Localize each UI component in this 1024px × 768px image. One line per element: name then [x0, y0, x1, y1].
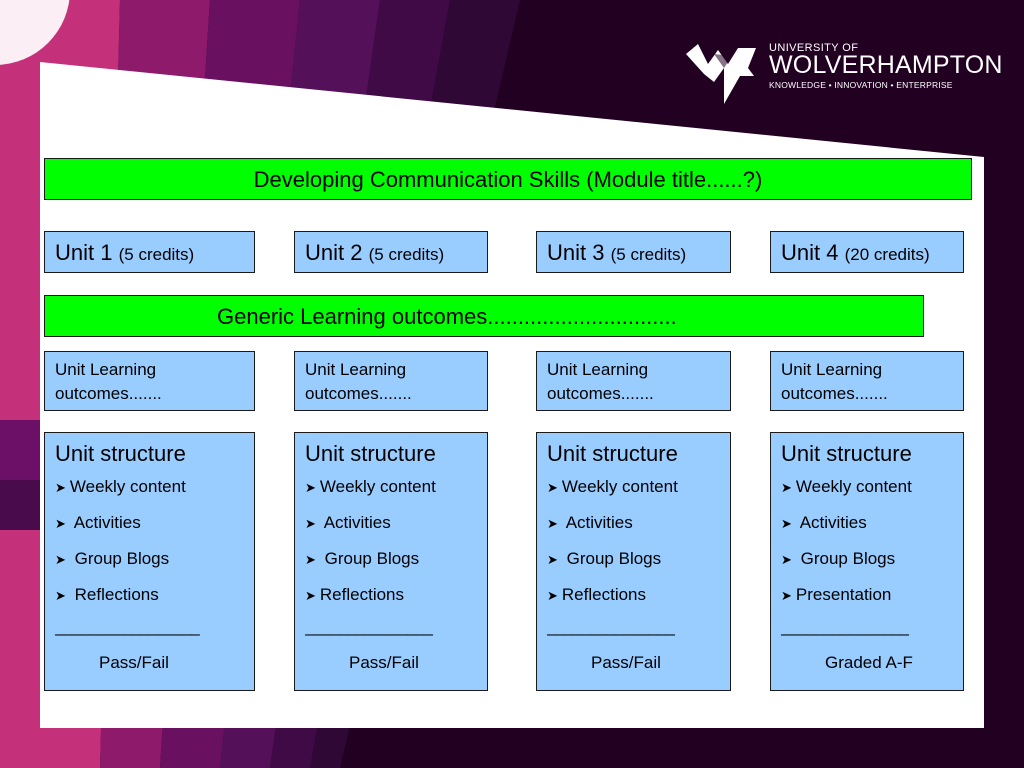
structure-item-label: Weekly content: [319, 477, 436, 496]
grading-label: Graded A-F: [825, 653, 913, 672]
unit-structure-title: Unit structure: [781, 441, 912, 466]
structure-item-label: Presentation: [795, 585, 892, 604]
unit-learning-outcomes-3: Unit Learning outcomes.......: [536, 351, 731, 411]
structure-item: ➤ Group Blogs: [55, 545, 254, 581]
unit-structure-title: Unit structure: [547, 441, 678, 466]
structure-item-label: Group Blogs: [561, 549, 662, 568]
arrow-bullet-icon: ➤: [55, 588, 66, 603]
arrow-bullet-icon: ➤: [547, 588, 558, 603]
outcomes-line-1: Unit Learning: [305, 360, 407, 379]
grading-label: Pass/Fail: [99, 653, 169, 672]
unit-name: Unit 3: [547, 240, 605, 265]
generic-learning-outcomes-box: Generic Learning outcomes...............…: [44, 295, 924, 337]
separator-line: _______________: [547, 617, 675, 636]
structure-item: ➤Presentation: [781, 581, 963, 617]
structure-item-label: Activities: [561, 513, 633, 532]
arrow-bullet-icon: ➤: [547, 516, 558, 531]
outcomes-line-2: outcomes.......: [305, 384, 412, 403]
structure-item: ➤ Activities: [55, 509, 254, 545]
unit-learning-outcomes-4: Unit Learning outcomes.......: [770, 351, 964, 411]
separator-line: _________________: [55, 617, 200, 636]
structure-item-label: Reflections: [319, 585, 405, 604]
unit-header-4: Unit 4 (20 credits): [770, 231, 964, 273]
unit-header-1: Unit 1 (5 credits): [44, 231, 255, 273]
arrow-bullet-icon: ➤: [781, 480, 792, 495]
structure-item: ➤Weekly content: [781, 473, 963, 509]
unit-credits: (5 credits): [118, 245, 195, 264]
structure-item-label: Group Blogs: [795, 549, 896, 568]
structure-item: ➤Weekly content: [547, 473, 730, 509]
arrow-bullet-icon: ➤: [781, 588, 792, 603]
unit-header-3: Unit 3 (5 credits): [536, 231, 731, 273]
background-band: [0, 420, 44, 480]
structure-item: ➤ Activities: [781, 509, 963, 545]
arrow-bullet-icon: ➤: [55, 552, 66, 567]
structure-item-label: Activities: [319, 513, 391, 532]
structure-item-label: Reflections: [69, 585, 159, 604]
separator-line: _______________: [781, 617, 909, 636]
unit-name: Unit 2: [305, 240, 363, 265]
structure-item-label: Group Blogs: [319, 549, 420, 568]
structure-item-label: Weekly content: [69, 477, 186, 496]
structure-item: ➤Reflections: [547, 581, 730, 617]
outcomes-line-1: Unit Learning: [55, 360, 157, 379]
arrow-bullet-icon: ➤: [305, 480, 316, 495]
structure-item-label: Weekly content: [795, 477, 912, 496]
unit-credits: (5 credits): [610, 245, 687, 264]
unit-structure-title: Unit structure: [55, 441, 186, 466]
arrow-bullet-icon: ➤: [55, 480, 66, 495]
grading-label: Pass/Fail: [349, 653, 419, 672]
outcomes-line-2: outcomes.......: [547, 384, 654, 403]
logo-emblem-icon: [686, 44, 756, 104]
separator-line: _______________: [305, 617, 433, 636]
university-logo: UNIVERSITY OF WOLVERHAMPTON KNOWLEDGE • …: [684, 40, 1002, 108]
outcomes-line-2: outcomes.......: [781, 384, 888, 403]
outcomes-line-1: Unit Learning: [547, 360, 649, 379]
structure-item: ➤ Group Blogs: [547, 545, 730, 581]
structure-item: ➤ Reflections: [55, 581, 254, 617]
unit-structure-1: Unit structure ➤Weekly content ➤ Activit…: [44, 432, 255, 691]
unit-header-2: Unit 2 (5 credits): [294, 231, 488, 273]
arrow-bullet-icon: ➤: [781, 552, 792, 567]
structure-item: ➤Weekly content: [305, 473, 487, 509]
outcomes-line-2: outcomes.......: [55, 384, 162, 403]
arrow-bullet-icon: ➤: [305, 516, 316, 531]
unit-credits: (5 credits): [368, 245, 445, 264]
structure-item: ➤Reflections: [305, 581, 487, 617]
grading-label: Pass/Fail: [591, 653, 661, 672]
unit-credits: (20 credits): [844, 245, 930, 264]
arrow-bullet-icon: ➤: [547, 552, 558, 567]
unit-structure-3: Unit structure ➤Weekly content ➤ Activit…: [536, 432, 731, 691]
arrow-bullet-icon: ➤: [305, 552, 316, 567]
structure-item-label: Activities: [69, 513, 141, 532]
unit-learning-outcomes-1: Unit Learning outcomes.......: [44, 351, 255, 411]
slide-panel: [40, 62, 984, 728]
unit-structure-4: Unit structure ➤Weekly content ➤ Activit…: [770, 432, 964, 691]
structure-item-label: Activities: [795, 513, 867, 532]
unit-name: Unit 1: [55, 240, 113, 265]
structure-item-label: Weekly content: [561, 477, 678, 496]
unit-structure-title: Unit structure: [305, 441, 436, 466]
structure-item: ➤ Group Blogs: [305, 545, 487, 581]
logo-tagline: KNOWLEDGE • INNOVATION • ENTERPRISE: [769, 80, 953, 90]
background-circle: [0, 0, 70, 65]
structure-item: ➤ Activities: [547, 509, 730, 545]
structure-item: ➤ Group Blogs: [781, 545, 963, 581]
structure-item: ➤Weekly content: [55, 473, 254, 509]
arrow-bullet-icon: ➤: [305, 588, 316, 603]
unit-structure-2: Unit structure ➤Weekly content ➤ Activit…: [294, 432, 488, 691]
module-title-box: Developing Communication Skills (Module …: [44, 158, 972, 200]
arrow-bullet-icon: ➤: [781, 516, 792, 531]
arrow-bullet-icon: ➤: [547, 480, 558, 495]
structure-item-label: Group Blogs: [69, 549, 170, 568]
structure-item: ➤ Activities: [305, 509, 487, 545]
background-band: [0, 480, 44, 530]
logo-university-name: WOLVERHAMPTON: [769, 51, 1003, 79]
unit-name: Unit 4: [781, 240, 839, 265]
unit-learning-outcomes-2: Unit Learning outcomes.......: [294, 351, 488, 411]
outcomes-line-1: Unit Learning: [781, 360, 883, 379]
arrow-bullet-icon: ➤: [55, 516, 66, 531]
structure-item-label: Reflections: [561, 585, 647, 604]
logo-university-of: UNIVERSITY OF: [769, 42, 859, 54]
